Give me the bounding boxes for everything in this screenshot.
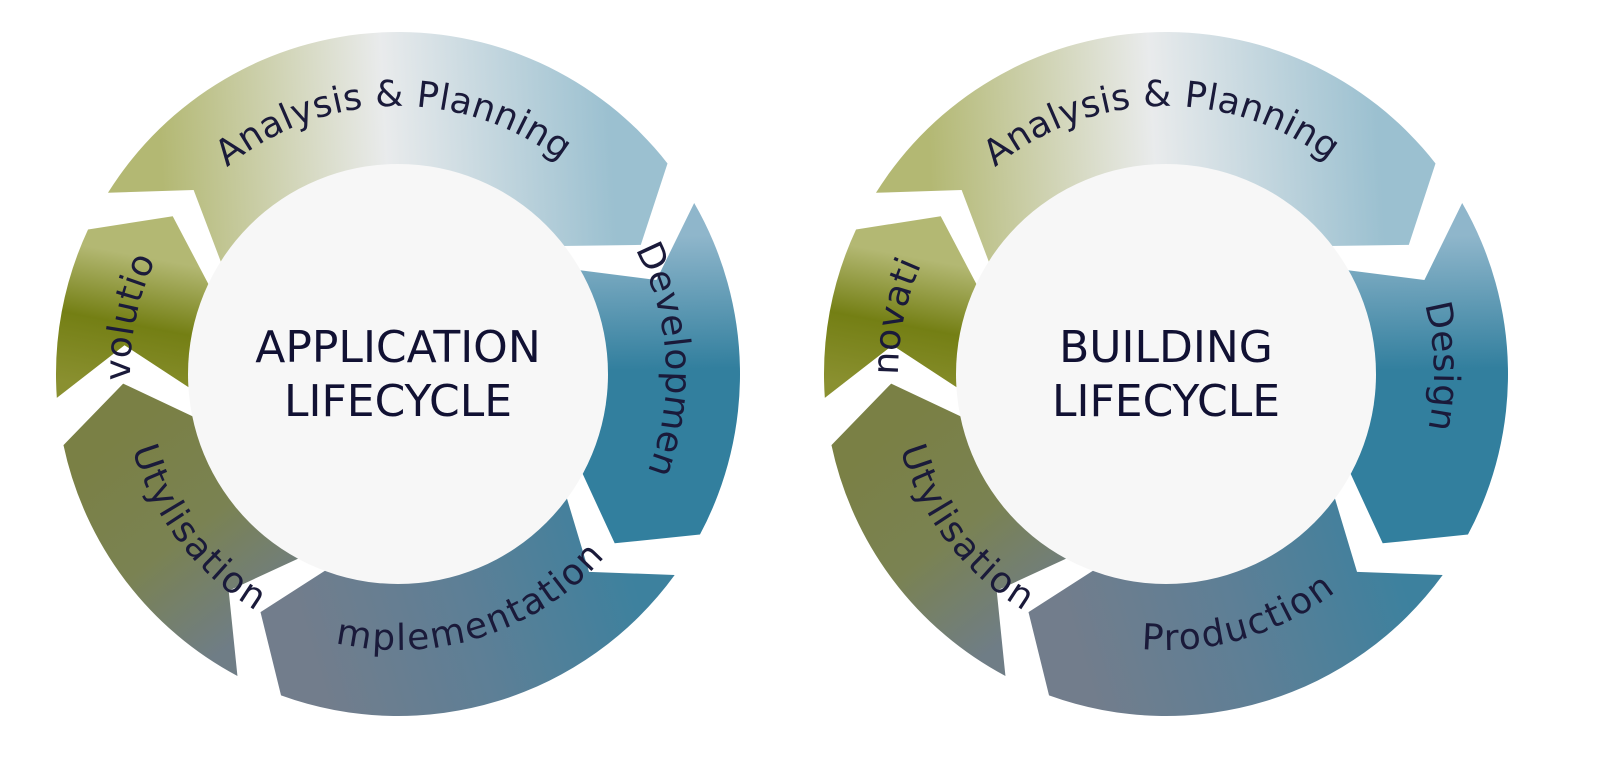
application-segment-evolution	[55, 216, 210, 398]
building-segment-utylisation	[831, 383, 1069, 676]
application-lifecycle-title-line1: APPLICATION	[255, 322, 540, 373]
application-segment-implementation	[260, 496, 675, 716]
application-segment-analysis-planning	[107, 32, 668, 264]
application-lifecycle-title-line2: LIFECYCLE	[284, 376, 512, 427]
application-lifecycle-center	[188, 164, 608, 584]
building-segment-analysis-planning	[875, 32, 1436, 264]
application-segment-utylisation	[63, 383, 301, 676]
application-segment-development	[578, 203, 741, 544]
building-segment-design	[1346, 203, 1509, 544]
building-segment-renovation	[823, 216, 978, 398]
building-segment-production	[1028, 496, 1443, 716]
application-lifecycle-diagram: Analysis & PlanningDevelopmentImplementa…	[0, 0, 741, 716]
building-lifecycle-title-line1: BUILDING	[1059, 322, 1273, 373]
building-lifecycle-title-line2: LIFECYCLE	[1052, 376, 1280, 427]
building-lifecycle-center	[956, 164, 1376, 584]
